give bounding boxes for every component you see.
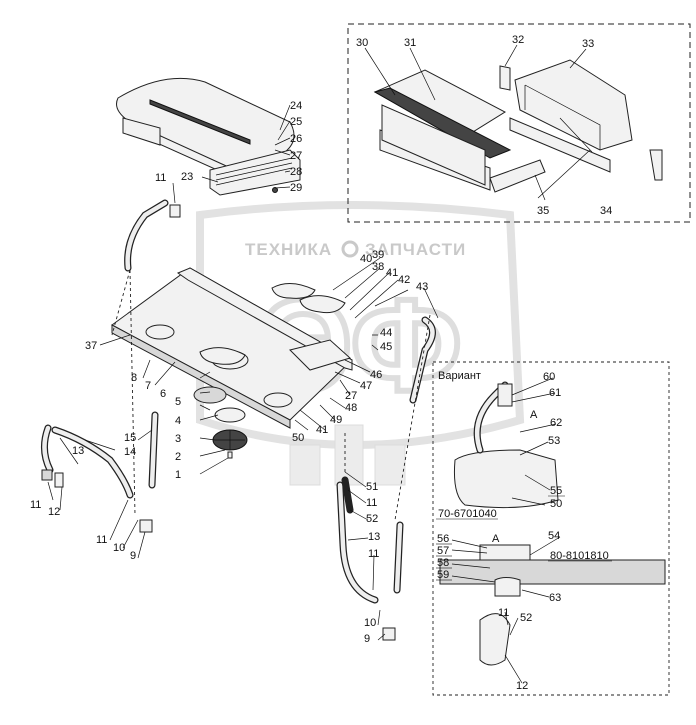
callout: 8 bbox=[131, 372, 137, 384]
callout: 59 bbox=[437, 569, 449, 581]
callout: 52 bbox=[520, 612, 532, 624]
callout: 50 bbox=[292, 432, 304, 444]
callout: 13 bbox=[368, 531, 380, 543]
callout: 11 bbox=[498, 607, 509, 619]
callout: 38 bbox=[372, 261, 384, 273]
callout: 45 bbox=[380, 341, 392, 353]
callout: 12 bbox=[516, 680, 528, 692]
variant-detail bbox=[439, 381, 666, 666]
callout: 29 bbox=[290, 182, 302, 194]
callout: 46 bbox=[370, 369, 382, 381]
callout: 11 bbox=[30, 499, 41, 511]
variant-frame bbox=[432, 361, 670, 696]
callout: 47 bbox=[360, 380, 372, 392]
callout: 51 bbox=[366, 481, 378, 493]
callout: 25 bbox=[290, 116, 302, 128]
callout: 5 bbox=[175, 396, 181, 408]
callout: 63 bbox=[549, 592, 561, 604]
callout: 9 bbox=[130, 550, 136, 562]
callout: 13 bbox=[72, 445, 84, 457]
label-underlines bbox=[436, 495, 612, 581]
hidden-lines bbox=[111, 269, 431, 521]
callout: 42 bbox=[398, 274, 410, 286]
callout: 60 bbox=[543, 371, 555, 383]
part-code: 80-8101810 bbox=[550, 550, 609, 562]
fittings bbox=[41, 204, 396, 641]
callout: 37 bbox=[85, 340, 97, 352]
callout: 4 bbox=[175, 415, 181, 427]
callout: 27 bbox=[345, 390, 357, 402]
callout: 14 bbox=[124, 446, 136, 458]
callout-labels: 24 25 26 27 28 29 23 11 30 31 32 33 34 3… bbox=[30, 34, 612, 692]
callout: 58 bbox=[437, 557, 449, 569]
callout: 50 bbox=[550, 498, 562, 510]
callout: 41 bbox=[386, 267, 398, 279]
callout: 26 bbox=[290, 133, 302, 145]
callout: 11 bbox=[366, 497, 377, 509]
view-a-label: А bbox=[492, 533, 500, 545]
callout: 11 bbox=[155, 172, 166, 184]
variant-label: Вариант bbox=[438, 370, 481, 382]
callout: 6 bbox=[160, 388, 166, 400]
callout: 43 bbox=[416, 281, 428, 293]
detail-frame-top bbox=[347, 23, 691, 223]
callout: 23 bbox=[181, 171, 193, 183]
callout: 54 bbox=[548, 530, 560, 542]
callout: 53 bbox=[548, 435, 560, 447]
callout: 61 bbox=[549, 387, 561, 399]
callout: 15 bbox=[124, 432, 136, 444]
callout: 57 bbox=[437, 545, 449, 557]
callout: 39 bbox=[372, 249, 384, 261]
callout: 34 bbox=[600, 205, 612, 217]
callout: 52 bbox=[366, 513, 378, 525]
base-plate bbox=[111, 267, 353, 429]
hoses bbox=[41, 199, 436, 604]
callout: 48 bbox=[345, 402, 357, 414]
callout: 55 bbox=[550, 485, 562, 497]
callout: 11 bbox=[96, 534, 107, 546]
callout: 49 bbox=[330, 414, 342, 426]
callout: 9 bbox=[364, 633, 370, 645]
callout: 30 bbox=[356, 37, 368, 49]
callout: 40 bbox=[360, 253, 372, 265]
callout: 44 bbox=[380, 327, 392, 339]
callout: 7 bbox=[145, 380, 151, 392]
callout: 41 bbox=[316, 424, 328, 436]
callout: 24 bbox=[290, 100, 302, 112]
gear-icon bbox=[341, 240, 359, 258]
callout: 32 bbox=[512, 34, 524, 46]
callout: 33 bbox=[582, 38, 594, 50]
view-a-label: А bbox=[530, 409, 538, 421]
callout: 27 bbox=[290, 150, 302, 162]
callout: 10 bbox=[113, 542, 125, 554]
callout: 3 bbox=[175, 433, 181, 445]
heater-cover bbox=[116, 77, 301, 196]
callout: 1 bbox=[175, 469, 181, 481]
callout: 35 bbox=[537, 205, 549, 217]
watermark-left: ТЕХНИКА bbox=[245, 240, 332, 259]
callout: 2 bbox=[175, 451, 181, 463]
callout: 10 bbox=[364, 617, 376, 629]
damper-stack bbox=[193, 386, 248, 459]
callout: 12 bbox=[48, 506, 60, 518]
callout: 31 bbox=[404, 37, 416, 49]
air-duct-assembly bbox=[373, 59, 663, 193]
watermark-right: ЗАПЧАСТИ bbox=[365, 240, 466, 259]
callout: 11 bbox=[368, 548, 379, 560]
callout: 28 bbox=[290, 166, 302, 178]
part-code: 70-6701040 bbox=[438, 508, 497, 520]
leader-lines bbox=[47, 44, 593, 684]
callout: 62 bbox=[550, 417, 562, 429]
callout: 56 bbox=[437, 533, 449, 545]
